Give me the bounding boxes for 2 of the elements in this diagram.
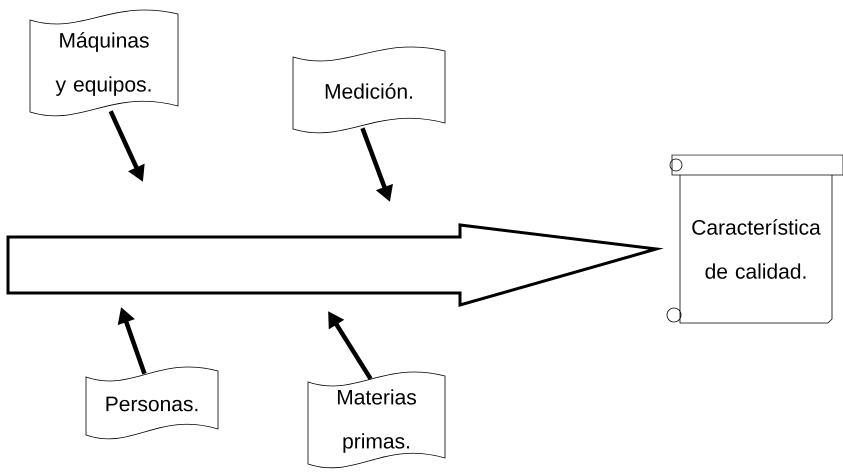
block-arrow <box>6 223 664 307</box>
node-label: Característica de calidad. <box>692 219 821 279</box>
